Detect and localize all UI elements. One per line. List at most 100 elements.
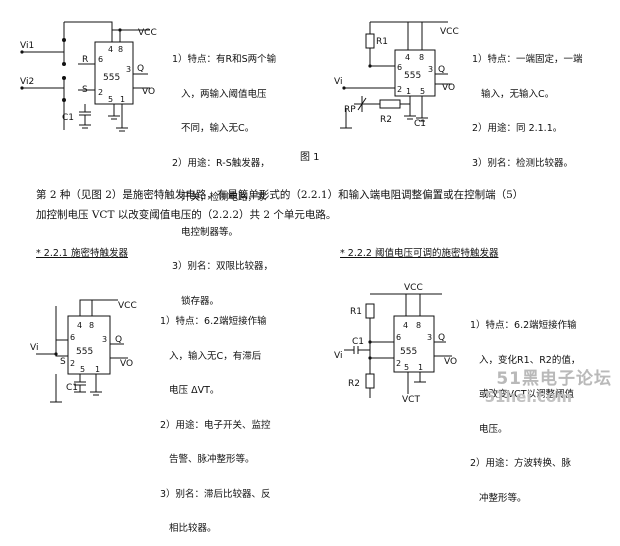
left-circuit-description: 1）特点：有R和S两个输 入，两输入阈值电压 不同，输入无C。 2）用途：R-S… (172, 31, 276, 319)
vcc-label: VCC (440, 27, 459, 37)
pin-2: 2 (70, 359, 75, 368)
r1-label: R1 (350, 307, 362, 317)
c1-label: C1 (414, 119, 426, 129)
pin-8: 8 (416, 321, 421, 330)
desc-line: 3）别名：滞后比较器、反 (160, 488, 271, 500)
r1-label: R1 (376, 37, 388, 47)
desc-line: 电控制器等。 (172, 226, 239, 238)
desc-line: 2）用途：R-S触发器， (172, 157, 270, 169)
pin-6: 6 (70, 333, 75, 342)
schmitt-description: 1）特点：6.2端短接作输 入，输入无C，有滞后 电压 ΔVT。 2）用途：电子… (160, 293, 271, 546)
pin-6: 6 (397, 63, 402, 72)
vo-label: VO (444, 357, 457, 367)
desc-line: 冲整形等。 (470, 492, 527, 504)
adjustable-schmitt-description: 1）特点：6.2端短接作输 入，变化R1、R2的值， 或改变VCT以调整阈值 电… (470, 297, 580, 516)
section-title-2-2-2: * 2.2.2 阈值电压可调的施密特触发器 (340, 248, 499, 259)
desc-line: 2）用途：同 2.1.1。 (472, 123, 563, 134)
chip-label: 555 (76, 347, 93, 357)
pin-2: 2 (396, 359, 401, 368)
paragraph-line: 加控制电压 VCT 以改变阈值电压的（2.2.2）共 2 个单元电路。 (36, 209, 337, 221)
q-label: Q (438, 65, 445, 75)
desc-line: 相比较器。 (160, 523, 217, 534)
pin-4: 4 (77, 321, 82, 330)
vcc-label: VCC (118, 301, 137, 311)
desc-line: 输入，无输入C。 (472, 88, 555, 100)
s-label: S (60, 357, 66, 367)
r2-label: R2 (380, 115, 392, 125)
desc-line: 入，输入无C，有滞后 (160, 350, 262, 362)
q-label: Q (137, 64, 144, 74)
r-label: R (82, 55, 88, 65)
pin-2: 2 (98, 88, 103, 97)
rp-label: RP (344, 105, 356, 115)
desc-line: 2）用途：电子开关、监控 (160, 419, 271, 431)
circuit-detection-comparator: VCC R1 Vi RP R2 C1 555 Q VO 4 8 6 2 3 1 … (334, 21, 459, 129)
pin-2: 2 (397, 85, 402, 94)
vo-label: VO (442, 83, 455, 93)
pin-3: 3 (427, 333, 432, 342)
circuit-adjustable-schmitt: VCC R1 C1 Vi R2 555 Q VO VCT 4 8 6 2 3 5… (334, 283, 457, 405)
pin-5: 5 (420, 87, 425, 96)
pin-3: 3 (102, 335, 107, 344)
desc-line: 1）特点：6.2端短接作输 (470, 320, 577, 331)
desc-line: 告警、脉冲整形等。 (160, 454, 255, 465)
desc-line: 3）别名：双限比较器， (172, 261, 274, 272)
desc-line: 1）特点：有R和S两个输 (172, 54, 277, 65)
vi2-label: Vi2 (20, 77, 34, 87)
pin-6: 6 (98, 55, 103, 64)
chip-label: 555 (400, 347, 417, 357)
pin-3: 3 (126, 65, 131, 74)
pin-5: 5 (80, 365, 85, 374)
pin-5: 5 (108, 95, 113, 104)
c1-label: C1 (62, 113, 74, 123)
vo-label: VO (120, 359, 133, 369)
pin-4: 4 (405, 53, 410, 62)
vcc-label: VCC (404, 283, 423, 293)
pin-1: 1 (120, 95, 125, 104)
vi-label: Vi (30, 343, 38, 353)
vo-label: VO (142, 87, 155, 97)
desc-line: 电压 ΔVT。 (160, 385, 220, 396)
desc-line: 或改变VCT以调整阈值 (470, 389, 574, 400)
chip-label: 555 (404, 71, 421, 81)
circuit-rs-flipflop: VCC Vi1 Vi2 R S 555 Q VO C1 4 8 6 2 3 5 … (20, 21, 157, 132)
right-circuit-description: 1）特点：一端固定，一端 输入，无输入C。 2）用途：同 2.1.1。 3）别名… (472, 31, 583, 181)
vi1-label: Vi1 (20, 41, 34, 51)
desc-line: 2）用途：方波转换、脉 (470, 458, 572, 469)
figure-caption: 图 1 (300, 152, 320, 163)
c1-label: C1 (352, 337, 364, 347)
pin-3: 3 (428, 65, 433, 74)
pin-4: 4 (108, 45, 113, 54)
desc-line: 入，变化R1、R2的值， (470, 354, 581, 366)
r2-label: R2 (348, 379, 360, 389)
pin-6: 6 (396, 333, 401, 342)
pin-1: 1 (418, 363, 423, 372)
watermark-url: 51hei.com (484, 388, 572, 406)
pin-8: 8 (89, 321, 94, 330)
chip-label: 555 (103, 73, 120, 83)
pin-8: 8 (118, 45, 123, 54)
circuit-schmitt-trigger: VCC Vi S 555 Q VO C1 4 8 6 2 3 5 1 (30, 299, 137, 403)
pin-5: 5 (404, 363, 409, 372)
q-label: Q (115, 335, 122, 345)
desc-line: 电压。 (470, 423, 508, 435)
vcc-label: VCC (138, 28, 157, 38)
vi-label: Vi (334, 351, 342, 361)
paragraph-line: 第 2 种（见图 2）是施密特触发电路，有最简单形式的（2.2.1）和输入端电阻… (36, 189, 524, 201)
q-label: Q (438, 333, 445, 343)
section-title-2-2-1: * 2.2.1 施密特触发器 (36, 248, 128, 259)
pin-1: 1 (95, 365, 100, 374)
s-label: S (82, 85, 88, 95)
vct-label: VCT (402, 395, 420, 405)
watermark-forum: 51黑电子论坛 (496, 369, 612, 389)
pin-4: 4 (403, 321, 408, 330)
desc-line: 1）特点：一端固定，一端 (472, 54, 583, 65)
vi-label: Vi (334, 77, 342, 87)
desc-line: 3）别名：检测比较器。 (472, 157, 574, 169)
c1-label: C1 (66, 383, 78, 393)
desc-line: 开关，检测电路，家 (172, 192, 267, 203)
desc-line: 不同，输入无C。 (172, 123, 255, 134)
pin-8: 8 (419, 53, 424, 62)
desc-line: 入，两输入阈值电压 (172, 88, 267, 100)
desc-line: 锁存器。 (172, 295, 220, 307)
